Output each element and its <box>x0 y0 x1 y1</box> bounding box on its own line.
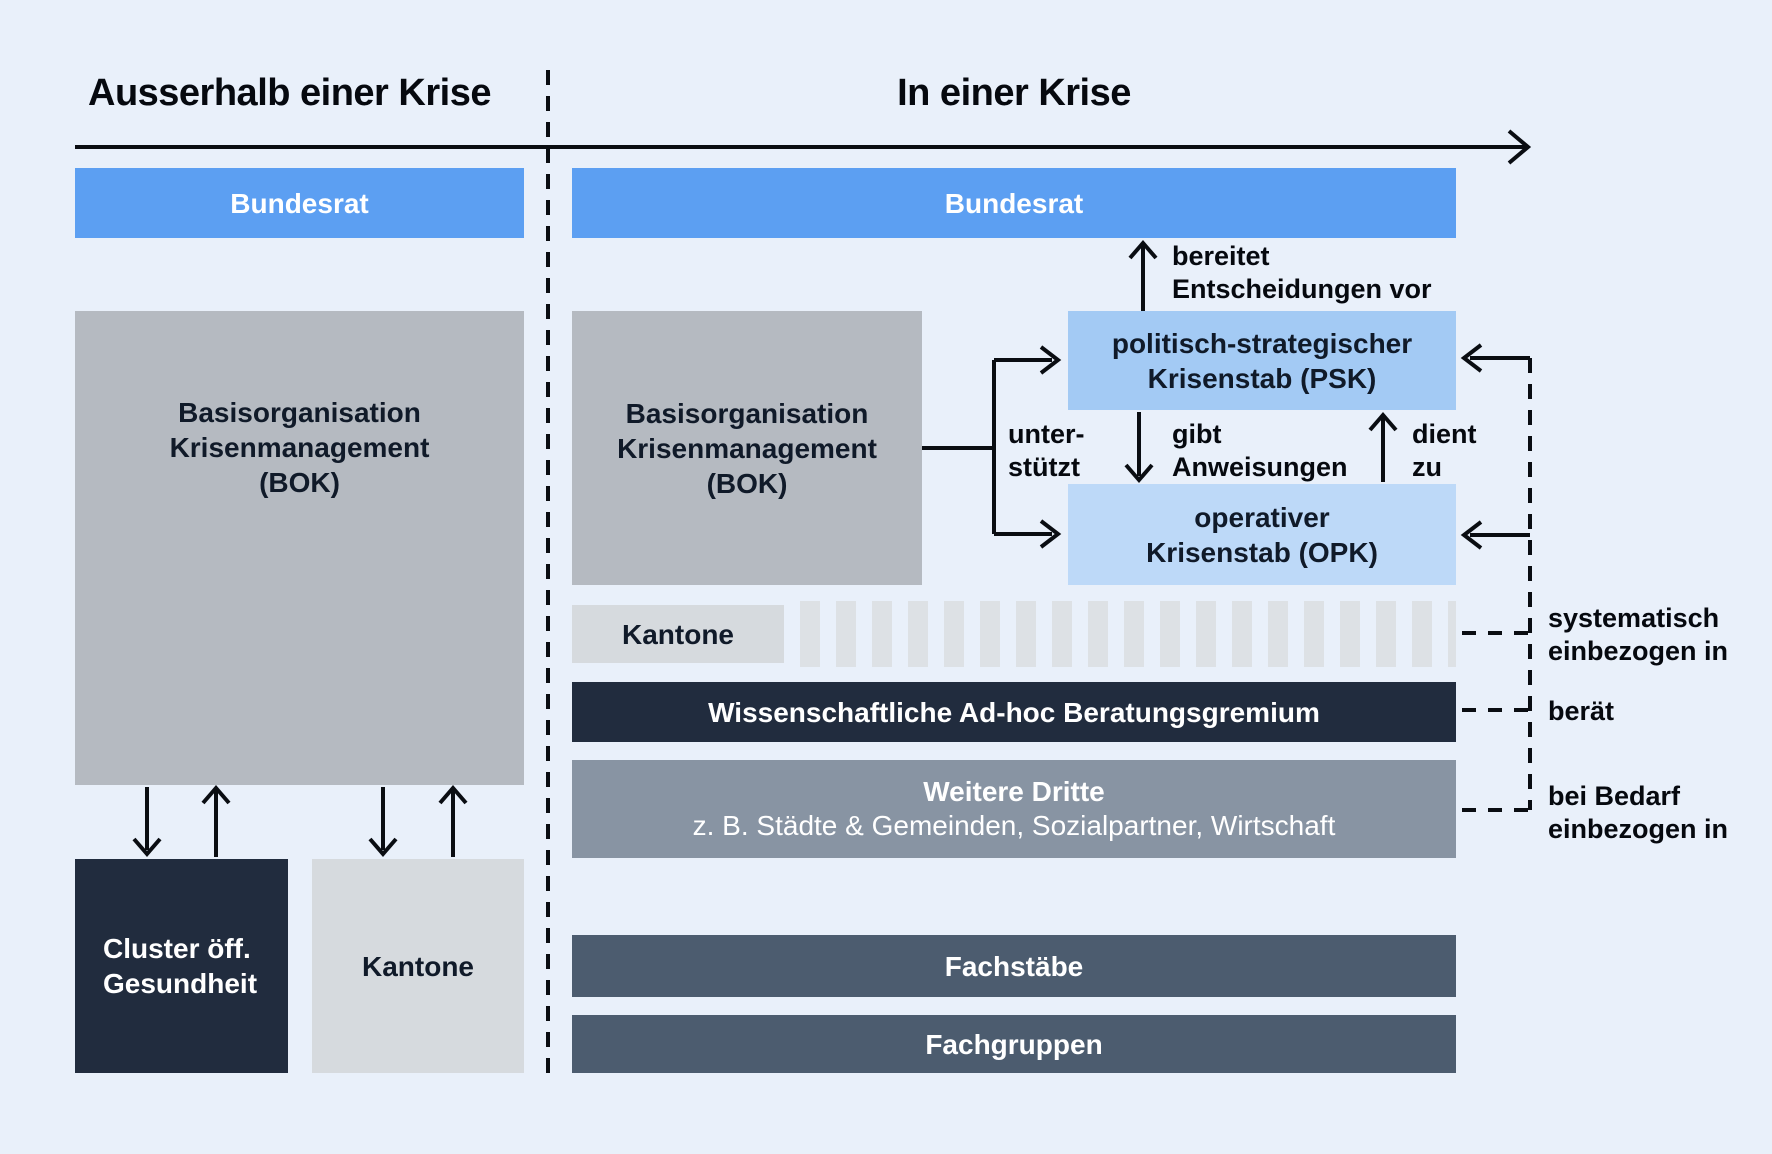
arrow-opk-to-psk <box>1368 411 1398 482</box>
box-label: Bundesrat <box>230 187 369 219</box>
label-beraet: berät <box>1548 696 1615 726</box>
label-gibt-anweisungen: gibt Anweisungen <box>1172 419 1348 482</box>
box-kantone-right: Kantone <box>572 605 784 663</box>
box-fachgruppen: Fachgruppen <box>572 1015 1456 1073</box>
box-bundesrat-left: Bundesrat <box>75 168 524 238</box>
arrow-psk-to-bundesrat <box>1128 239 1158 311</box>
box-label: Krisenmanagement <box>169 432 430 463</box>
label-unterstuetzt: unter- stützt <box>1008 419 1085 482</box>
box-sublabel: z. B. Städte & Gemeinden, Sozialpartner,… <box>692 810 1336 841</box>
box-label: Krisenstab (OPK) <box>1146 536 1378 568</box>
box-bundesrat-right: Bundesrat <box>572 168 1456 238</box>
box-label: operativer <box>1194 501 1330 533</box>
timeline-arrow <box>75 129 1532 165</box>
arrow-kantone-to-bok-up <box>438 784 468 857</box>
box-label: Kantone <box>362 950 474 982</box>
box-cluster-gesundheit: Cluster öff. Gesundheit <box>75 859 288 1073</box>
arrow-bok-to-cluster-down <box>132 787 162 858</box>
box-weitere-dritte: Weitere Dritte z. B. Städte & Gemeinden,… <box>572 760 1456 858</box>
label-dient-zu: dient zu <box>1412 419 1477 482</box>
box-bok-right: Basisorganisation Krisenmanagement (BOK) <box>572 311 922 585</box>
box-label: Gesundheit <box>103 968 258 999</box>
bracket-kantone-involvement <box>1460 343 1532 812</box>
box-label: (BOK) <box>706 467 788 499</box>
box-wissenschaftliche-beratungsgremium: Wissenschaftliche Ad-hoc Beratungsgremiu… <box>572 682 1456 742</box>
section-title-outside-crisis: Ausserhalb einer Krise <box>88 72 491 114</box>
box-label: Kantone <box>622 618 734 650</box>
arrow-cluster-to-bok-up <box>201 784 231 857</box>
box-label: Basisorganisation <box>625 397 869 429</box>
label-systematisch-einbezogen: systematisch einbezogen in <box>1548 603 1729 666</box>
box-label: Basisorganisation <box>178 397 421 428</box>
box-label: Fachgruppen <box>925 1028 1103 1060</box>
kantone-stripes <box>800 601 1456 667</box>
box-label: Bundesrat <box>944 187 1084 219</box>
box-label: Krisenstab (PSK) <box>1147 362 1377 394</box>
box-label: politisch-strategischer <box>1111 327 1413 359</box>
box-label: (BOK) <box>259 467 340 498</box>
box-opk: operativer Krisenstab (OPK) <box>1068 484 1456 585</box>
box-label: Weitere Dritte <box>923 776 1105 807</box>
label-bei-bedarf-einbezogen: bei Bedarf einbezogen in <box>1548 781 1729 844</box>
arrow-psk-to-opk <box>1124 412 1154 484</box>
box-fachstaebe: Fachstäbe <box>572 935 1456 997</box>
box-label: Fachstäbe <box>944 950 1084 982</box>
section-title-in-crisis: In einer Krise <box>897 72 1131 114</box>
label-bereitet-entscheidungen-vor: bereitet Entscheidungen vor <box>1172 241 1432 304</box>
box-label: Krisenmanagement <box>617 432 877 464</box>
box-psk: politisch-strategischer Krisenstab (PSK) <box>1068 311 1456 410</box>
box-label: Wissenschaftliche Ad-hoc Beratungsgremiu… <box>708 696 1320 728</box>
box-bok-left: Basisorganisation Krisenmanagement (BOK) <box>75 311 524 785</box>
box-kantone-left: Kantone <box>312 859 524 1073</box>
arrow-bok-to-kantone-down <box>368 787 398 858</box>
box-label: Cluster öff. <box>103 933 251 964</box>
